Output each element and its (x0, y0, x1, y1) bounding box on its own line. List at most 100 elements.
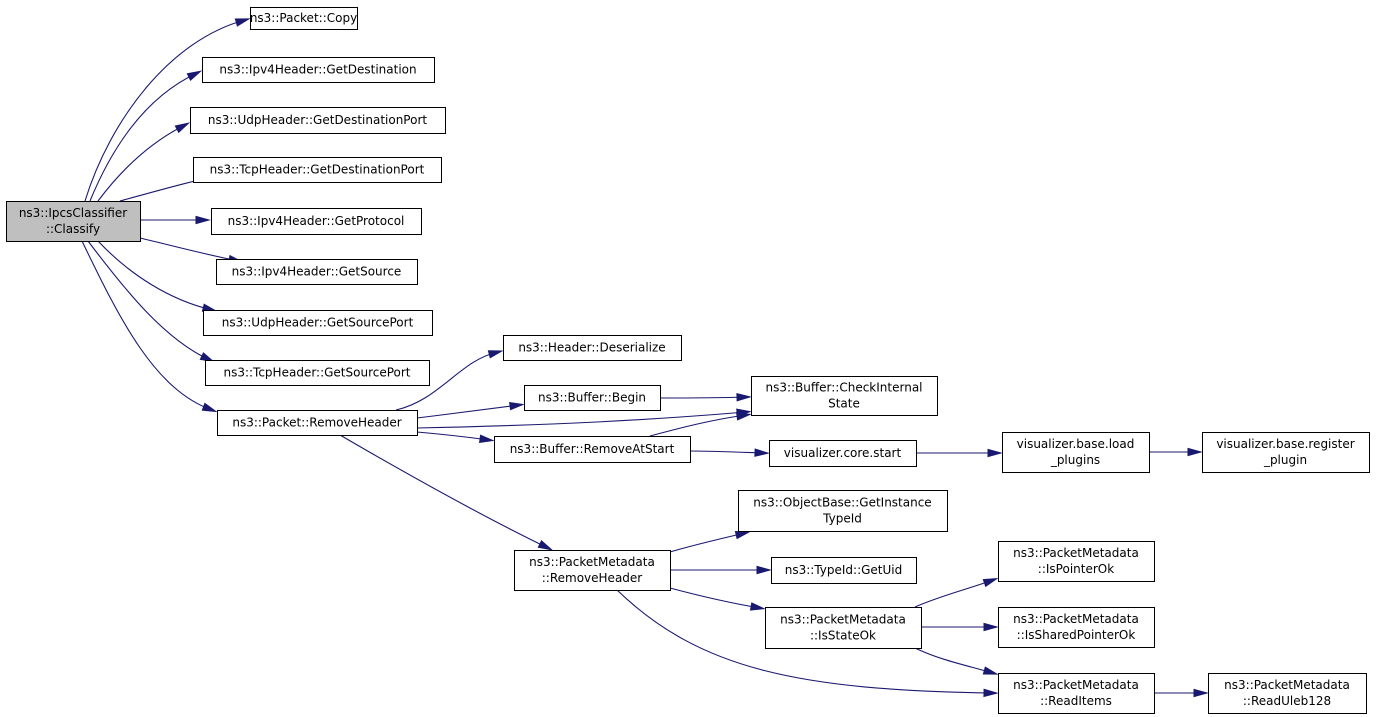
node-removeat[interactable]: ns3::Buffer::RemoveAtStart (494, 436, 691, 463)
node-box-tcpsrcport[interactable] (205, 360, 430, 386)
node-isstate[interactable]: ns3::PacketMetadata::IsStateOk (765, 607, 922, 649)
node-box-vizreg[interactable] (1202, 432, 1370, 473)
node-getuid[interactable]: ns3::TypeId::GetUid (771, 557, 917, 584)
node-udpsrcport[interactable]: ns3::UdpHeader::GetSourcePort (203, 310, 433, 336)
node-label-vizstart-0: visualizer.core.start (784, 446, 902, 460)
edge-arrowhead-removehdr-deser (487, 350, 504, 359)
edge-arrowhead-readitems-readuleb (1193, 688, 1209, 698)
node-label-getinst-0: ns3::ObjectBase::GetInstance (753, 496, 931, 510)
edge-arrowhead-classify-copy (234, 18, 251, 27)
edge-begin-checkint (659, 396, 747, 399)
node-vizstart[interactable]: visualizer.core.start (769, 440, 917, 467)
node-label-begin-0: ns3::Buffer::Begin (538, 391, 646, 405)
node-tcpsrcport[interactable]: ns3::TcpHeader::GetSourcePort (205, 360, 430, 386)
node-label-isptr-1: ::IsPointerOk (1038, 562, 1114, 576)
node-deser[interactable]: ns3::Header::Deserialize (503, 335, 682, 361)
edge-pmremove-readitems (616, 589, 994, 694)
node-label-pmremove-1: ::RemoveHeader (542, 571, 643, 585)
node-box-checkint[interactable] (751, 376, 938, 416)
node-box-getinst[interactable] (738, 490, 948, 532)
node-label-isptr-0: ns3::PacketMetadata (1013, 546, 1139, 560)
node-vizload[interactable]: visualizer.base.load_plugins (1002, 432, 1150, 473)
node-label-readitems-0: ns3::PacketMetadata (1013, 678, 1139, 692)
node-udpdstport[interactable]: ns3::UdpHeader::GetDestinationPort (190, 107, 446, 134)
node-box-ipv4proto[interactable] (211, 208, 422, 235)
node-label-isshared-0: ns3::PacketMetadata (1013, 612, 1139, 626)
edge-removehdr-checkint (416, 411, 747, 429)
edge-arrowhead-isstate-readitems (982, 666, 999, 675)
node-box-classify[interactable] (6, 201, 141, 242)
node-begin[interactable]: ns3::Buffer::Begin (524, 385, 661, 411)
node-box-begin[interactable] (524, 385, 661, 411)
node-label-getuid-0: ns3::TypeId::GetUid (785, 563, 903, 577)
node-ipv4proto[interactable]: ns3::Ipv4Header::GetProtocol (211, 208, 422, 235)
edge-removehdr-pmremove (339, 434, 549, 549)
node-classify[interactable]: ns3::IpcsClassifier::Classify (6, 201, 141, 242)
edge-arrowhead-removehdr-begin (509, 401, 525, 411)
node-label-readuleb-1: ::ReadUleb128 (1243, 694, 1331, 708)
node-copy[interactable]: ns3::Packet::Copy (250, 7, 358, 30)
node-readitems[interactable]: ns3::PacketMetadata::ReadItems (998, 673, 1155, 714)
nodes-layer: ns3::IpcsClassifier::Classifyns3::Packet… (6, 7, 1370, 714)
edge-removeat-checkint (649, 414, 747, 437)
edge-arrowhead-isstate-isptr (982, 578, 999, 588)
node-box-udpdstport[interactable] (190, 107, 446, 134)
node-label-removeat-0: ns3::Buffer::RemoveAtStart (510, 442, 675, 456)
edge-pmremove-isstate (669, 587, 761, 609)
edge-arrowhead-pmremove-readitems (983, 688, 999, 698)
node-box-deser[interactable] (503, 335, 682, 361)
node-box-pmremove[interactable] (514, 550, 671, 591)
edge-arrowhead-pmremove-getinst (734, 531, 751, 540)
edge-arrowhead-pmremove-isstate (749, 602, 766, 611)
node-label-getinst-1: TypeId (822, 512, 862, 526)
node-label-removehdr-0: ns3::Packet::RemoveHeader (232, 416, 401, 430)
node-box-vizload[interactable] (1002, 432, 1150, 473)
edge-arrowhead-vizstart-vizload (987, 448, 1003, 458)
node-vizreg[interactable]: visualizer.base.register _plugin (1202, 432, 1370, 473)
edge-pmremove-getinst (669, 532, 746, 553)
node-removehdr[interactable]: ns3::Packet::RemoveHeader (217, 410, 418, 436)
node-readuleb[interactable]: ns3::PacketMetadata::ReadUleb128 (1208, 673, 1367, 714)
edge-removehdr-deser (395, 351, 499, 411)
node-box-ipv4src[interactable] (216, 259, 418, 285)
edge-arrowhead-classify-ipv4proto (195, 215, 211, 225)
node-box-isstate[interactable] (765, 607, 922, 649)
edge-arrowhead-removeat-vizstart (754, 448, 770, 457)
node-pmremove[interactable]: ns3::PacketMetadata::RemoveHeader (514, 550, 671, 591)
node-box-readuleb[interactable] (1208, 673, 1367, 714)
edge-removehdr-begin (416, 404, 520, 419)
edge-arrowhead-isstate-isshared (983, 622, 999, 632)
edge-arrowhead-removeat-checkint (735, 412, 752, 421)
node-label-checkint-1: State (828, 397, 860, 411)
node-label-vizreg-0: visualizer.base.register (1216, 437, 1354, 451)
node-label-classify-1: ::Classify (46, 222, 100, 236)
edge-isstate-readitems (914, 647, 994, 674)
node-ipv4dst[interactable]: ns3::Ipv4Header::GetDestination (202, 57, 435, 83)
node-box-udpsrcport[interactable] (203, 310, 433, 336)
node-label-ipv4src-0: ns3::Ipv4Header::GetSource (232, 265, 402, 279)
node-box-tcpdstport[interactable] (193, 157, 442, 183)
node-label-readuleb-0: ns3::PacketMetadata (1224, 678, 1350, 692)
node-box-vizstart[interactable] (769, 440, 917, 467)
node-label-readitems-1: ::ReadItems (1040, 694, 1112, 708)
node-box-copy[interactable] (250, 7, 358, 30)
node-label-vizreg-1: _plugin (1263, 453, 1307, 467)
node-label-tcpdstport-0: ns3::TcpHeader::GetDestinationPort (210, 163, 425, 177)
node-box-isptr[interactable] (998, 541, 1155, 582)
node-isptr[interactable]: ns3::PacketMetadata::IsPointerOk (998, 541, 1155, 582)
node-box-isshared[interactable] (998, 607, 1155, 648)
node-box-getuid[interactable] (771, 557, 917, 584)
node-box-removehdr[interactable] (217, 410, 418, 436)
node-ipv4src[interactable]: ns3::Ipv4Header::GetSource (216, 259, 418, 285)
node-box-readitems[interactable] (998, 673, 1155, 714)
node-label-udpdstport-0: ns3::UdpHeader::GetDestinationPort (208, 113, 427, 127)
node-label-checkint-0: ns3::Buffer::CheckInternal (765, 381, 922, 395)
node-box-removeat[interactable] (494, 436, 691, 463)
edge-arrowhead-removehdr-pmremove (537, 540, 554, 551)
node-isshared[interactable]: ns3::PacketMetadata::IsSharedPointerOk (998, 607, 1155, 648)
node-tcpdstport[interactable]: ns3::TcpHeader::GetDestinationPort (193, 157, 442, 183)
node-box-ipv4dst[interactable] (202, 57, 435, 83)
